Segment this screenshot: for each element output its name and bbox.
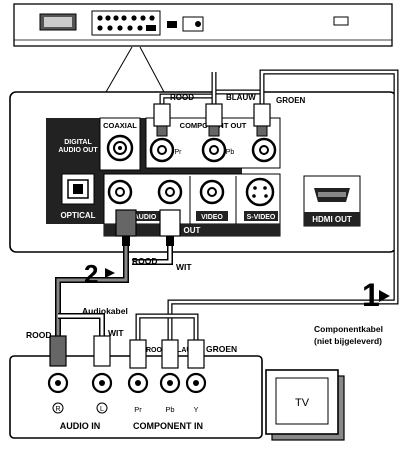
callout-rood-bot: ROOD bbox=[146, 347, 167, 354]
component-plugs-bottom bbox=[129, 339, 205, 369]
component-in-label: COMPONENT IN bbox=[133, 421, 203, 431]
component-cable bbox=[135, 69, 399, 340]
audiokabel-label: Audiokabel bbox=[82, 306, 128, 316]
tv-icon: TV bbox=[265, 369, 345, 441]
callout-groen-top: GROEN bbox=[276, 96, 306, 105]
audio-in-label: AUDIO IN bbox=[60, 421, 101, 431]
av-out-group: OUT AUDIO VIDEO S-VIDEO bbox=[103, 173, 281, 237]
step-1-arrow-icon bbox=[379, 290, 390, 302]
digital-audio-out-label-1: DIGITAL bbox=[64, 139, 92, 146]
svg-text:Pr: Pr bbox=[175, 149, 183, 156]
digital-audio-out-label-2: AUDIO OUT bbox=[58, 147, 98, 154]
callout-blauw-bot: BLAUW bbox=[172, 347, 198, 354]
componentkabel-label-1: Componentkabel bbox=[314, 324, 383, 334]
svg-text:Pb: Pb bbox=[226, 149, 235, 156]
step-2-arrow-icon bbox=[105, 268, 115, 278]
audio-plugs-bottom bbox=[49, 335, 111, 367]
callout-wit-mid: WIT bbox=[176, 262, 192, 272]
callout-blauw-top: BLAUW bbox=[226, 93, 256, 102]
l-label: L bbox=[100, 406, 104, 413]
pr-label: Pr bbox=[134, 405, 142, 414]
video-label: VIDEO bbox=[201, 214, 223, 221]
component-plugs-top bbox=[153, 103, 271, 137]
tv-jacks bbox=[47, 372, 207, 414]
callout-rood-top: ROOD bbox=[170, 93, 194, 102]
r-label: R bbox=[55, 406, 60, 413]
audio-plugs-top bbox=[115, 209, 181, 246]
out-label: OUT bbox=[184, 226, 201, 235]
step-1-number: 1 bbox=[362, 277, 380, 313]
hdmi-out-group: HDMI OUT bbox=[303, 175, 361, 227]
audio-label: AUDIO bbox=[134, 214, 157, 221]
hdmi-out-label: HDMI OUT bbox=[312, 215, 352, 224]
pb-label: Pb bbox=[165, 405, 174, 414]
componentkabel-label-2: (niet bijgeleverd) bbox=[314, 336, 382, 346]
coaxial-label: COAXIAL bbox=[103, 121, 137, 130]
callout-rood-mid: ROOD bbox=[132, 256, 158, 266]
optical-label: OPTICAL bbox=[60, 211, 95, 220]
digital-audio-out-group: DIGITAL AUDIO OUT OPTICAL bbox=[58, 139, 98, 220]
callout-groen-bot: GROEN bbox=[206, 344, 237, 354]
y-label: Y bbox=[193, 405, 198, 414]
tv-label: TV bbox=[295, 397, 310, 409]
callout-rood-left: ROOD bbox=[26, 330, 52, 340]
s-video-label: S-VIDEO bbox=[247, 214, 276, 221]
coaxial-jack: COAXIAL bbox=[99, 117, 141, 171]
step-2-number: 2 bbox=[84, 259, 98, 289]
callout-wit-left: WIT bbox=[108, 328, 124, 338]
player-unit bbox=[13, 3, 393, 47]
